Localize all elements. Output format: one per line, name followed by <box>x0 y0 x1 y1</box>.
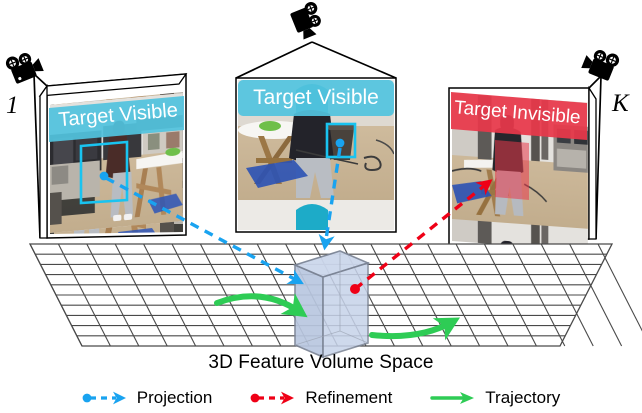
movie-camera-icon <box>290 2 321 40</box>
legend-spacer-2 <box>392 398 430 399</box>
legend-item-trajectory: Trajectory <box>430 388 560 408</box>
feature-volume-cube <box>292 250 371 359</box>
view-1-target-box <box>79 140 129 205</box>
view-1-banner <box>49 96 184 142</box>
trajectory-arrows <box>214 293 461 341</box>
movie-camera-icon <box>5 53 44 84</box>
view-3-target-box <box>495 140 529 200</box>
legend-label-projection: Projection <box>136 388 213 407</box>
view-2-target-point <box>335 138 345 148</box>
view-panel-2[interactable] <box>235 77 397 233</box>
trajectory-arrow-in <box>214 293 308 318</box>
view-2-banner-text: Target Visible <box>253 86 379 109</box>
volume-space-label: 3D Feature Volume Space <box>208 352 434 373</box>
view-panel-1[interactable] <box>38 73 188 239</box>
camera-first[interactable] <box>4 50 46 95</box>
legend-label-trajectory: Trajectory <box>485 388 561 407</box>
legend-item-projection: Projection <box>82 388 213 408</box>
camera-first-label: 1 <box>6 92 19 119</box>
legend-item-refinement: Refinement <box>250 388 392 408</box>
projection-arrow-view2 <box>318 147 342 251</box>
refinement-marker-icon <box>250 391 295 405</box>
view-2-target-box <box>325 122 357 159</box>
legend-label-refinement: Refinement <box>305 388 393 407</box>
trajectory-arrow-out <box>369 317 461 341</box>
view-panel-3[interactable] <box>448 85 597 251</box>
legend: Projection Refinement Trajectory <box>0 386 642 410</box>
camera-last-label: K <box>612 90 629 117</box>
movie-camera-icon <box>581 50 620 81</box>
legend-spacer-1 <box>212 398 250 399</box>
view-3-banner <box>451 92 587 140</box>
projection-marker-icon <box>82 391 126 405</box>
projection-arrow-view1 <box>105 176 304 285</box>
trajectory-marker-icon <box>430 392 475 404</box>
view-2-banner-text-wrap: Target Visible <box>238 80 394 116</box>
camera-rays <box>33 41 602 240</box>
projection-arrows <box>105 147 342 285</box>
camera-last[interactable] <box>578 47 622 94</box>
view-2-banner <box>238 80 394 116</box>
camera-center[interactable] <box>282 2 326 49</box>
refinement-arrow <box>350 179 493 294</box>
